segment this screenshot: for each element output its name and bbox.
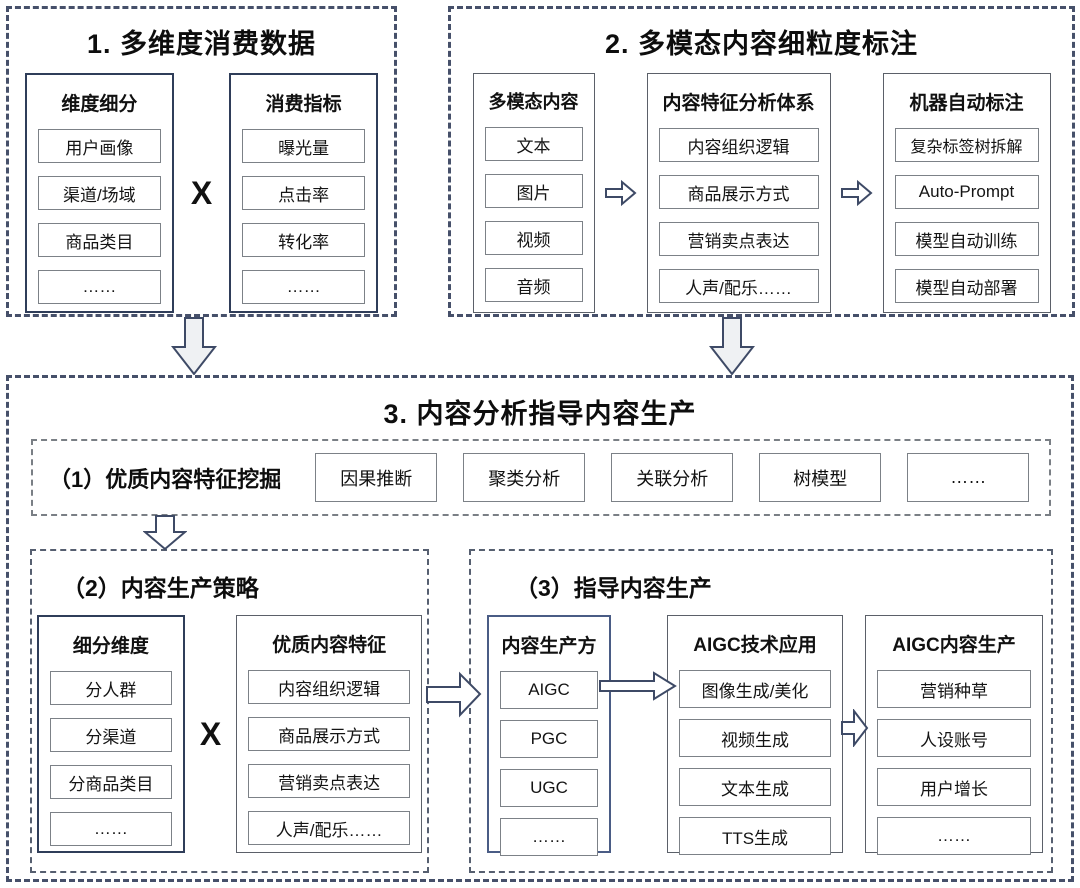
list-item: 转化率 xyxy=(242,223,366,257)
list-item: 视频生成 xyxy=(679,719,831,757)
list-item: 内容组织逻辑 xyxy=(658,128,819,162)
list-item: 分商品类目 xyxy=(49,765,172,799)
list-item: 内容组织逻辑 xyxy=(248,670,411,704)
consumption-metrics-column: 消费指标 曝光量 点击率 转化率 …… xyxy=(229,73,379,313)
machine-auto-annotation-column: 机器自动标注 复杂标签树拆解 Auto-Prompt 模型自动训练 模型自动部署 xyxy=(882,73,1051,313)
method-box: 聚类分析 xyxy=(463,453,586,502)
method-box: 树模型 xyxy=(759,453,882,502)
method-box: …… xyxy=(907,453,1030,502)
list-item: …… xyxy=(877,817,1031,855)
list-item: Auto-Prompt xyxy=(894,175,1039,209)
content-producer-column: 内容生产方 AIGC PGC UGC …… xyxy=(487,615,611,856)
column-header: 细分维度 xyxy=(72,636,149,657)
column-header: 机器自动标注 xyxy=(909,93,1024,114)
list-item: 商品展示方式 xyxy=(658,175,819,209)
list-item: 分渠道 xyxy=(49,718,172,752)
list-item: 音频 xyxy=(484,268,583,302)
list-item: AIGC xyxy=(500,671,598,709)
column-header: 多模态内容 xyxy=(488,92,579,112)
list-item: 复杂标签树拆解 xyxy=(894,128,1039,162)
column-header: AIGC内容生产 xyxy=(892,635,1016,656)
right-arrow-icon xyxy=(604,179,637,207)
column-header: 内容生产方 xyxy=(501,636,597,657)
list-item: 用户增长 xyxy=(877,768,1031,806)
subsection2-title: （2）内容生产策略 xyxy=(62,575,259,601)
list-item: TTS生成 xyxy=(679,817,831,855)
down-arrow-icon xyxy=(142,515,188,551)
list-item: 营销卖点表达 xyxy=(248,764,411,798)
column-header: 维度细分 xyxy=(61,94,138,115)
segmentation-dimension-column: 细分维度 分人群 分渠道 分商品类目 …… xyxy=(36,615,185,853)
section3-title: 3. 内容分析指导内容生产 xyxy=(383,399,697,429)
list-item: 模型自动训练 xyxy=(894,222,1039,256)
list-item: 视频 xyxy=(484,221,583,255)
section-multidim-consumption-data: 1. 多维度消费数据 维度细分 用户画像 渠道/场域 商品类目 …… X 消费指… xyxy=(6,6,397,317)
list-item: 人声/配乐…… xyxy=(248,811,411,845)
list-item: …… xyxy=(37,270,161,304)
list-item: UGC xyxy=(500,769,598,807)
list-item: 人设账号 xyxy=(877,719,1031,757)
right-arrow-icon xyxy=(599,671,677,701)
list-item: 点击率 xyxy=(242,176,366,210)
section-analysis-guides-production: 3. 内容分析指导内容生产 （1）优质内容特征挖掘 因果推断 聚类分析 关联分析… xyxy=(6,375,1074,882)
list-item: 人声/配乐…… xyxy=(658,269,819,303)
list-item: 营销卖点表达 xyxy=(658,222,819,256)
list-item: 曝光量 xyxy=(242,129,366,163)
list-item: PGC xyxy=(500,720,598,758)
list-item: 营销种草 xyxy=(877,670,1031,708)
list-item: 图像生成/美化 xyxy=(679,670,831,708)
subsection-feature-mining: （1）优质内容特征挖掘 因果推断 聚类分析 关联分析 树模型 …… xyxy=(31,439,1051,516)
list-item: 渠道/场域 xyxy=(37,176,161,210)
content-feature-system-column: 内容特征分析体系 内容组织逻辑 商品展示方式 营销卖点表达 人声/配乐…… xyxy=(646,73,831,313)
cross-operator: X xyxy=(190,174,213,211)
quality-content-feature-column: 优质内容特征 内容组织逻辑 商品展示方式 营销卖点表达 人声/配乐…… xyxy=(236,615,423,853)
list-item: …… xyxy=(49,812,172,846)
column-header: AIGC技术应用 xyxy=(693,635,817,656)
multimodal-content-column: 多模态内容 文本 图片 视频 音频 xyxy=(472,73,595,313)
list-item: 模型自动部署 xyxy=(894,269,1039,303)
subsection-guide-production: （3）指导内容生产 内容生产方 AIGC PGC UGC …… AIGC技术应用… xyxy=(469,549,1053,873)
section-multimodal-annotation: 2. 多模态内容细粒度标注 多模态内容 文本 图片 视频 音频 内容特征分析体系… xyxy=(448,6,1075,317)
subsection3-title: （3）指导内容生产 xyxy=(515,575,712,601)
section2-title: 2. 多模态内容细粒度标注 xyxy=(604,29,919,59)
list-item: 图片 xyxy=(484,174,583,208)
method-box: 因果推断 xyxy=(315,453,438,502)
list-item: 文本 xyxy=(484,127,583,161)
method-box: 关联分析 xyxy=(611,453,734,502)
right-arrow-icon xyxy=(426,671,482,718)
list-item: 文本生成 xyxy=(679,768,831,806)
cross-operator: X xyxy=(199,715,222,752)
list-item: 商品类目 xyxy=(37,223,161,257)
list-item: …… xyxy=(242,270,366,304)
aigc-tech-column: AIGC技术应用 图像生成/美化 视频生成 文本生成 TTS生成 xyxy=(667,615,843,855)
subsection-production-strategy: （2）内容生产策略 细分维度 分人群 分渠道 分商品类目 …… X 优质内容特征… xyxy=(30,549,429,873)
list-item: 用户画像 xyxy=(37,129,161,163)
column-header: 内容特征分析体系 xyxy=(662,93,815,114)
subsection1-label: （1）优质内容特征挖掘 xyxy=(49,466,282,492)
list-item: …… xyxy=(500,818,598,856)
down-arrow-icon xyxy=(708,317,756,376)
section1-title: 1. 多维度消费数据 xyxy=(86,29,317,59)
list-item: 分人群 xyxy=(49,671,172,705)
column-header: 消费指标 xyxy=(265,94,342,115)
aigc-content-column: AIGC内容生产 营销种草 人设账号 用户增长 …… xyxy=(865,615,1043,855)
dimension-segmentation-column: 维度细分 用户画像 渠道/场域 商品类目 …… xyxy=(24,73,174,313)
right-arrow-icon xyxy=(840,179,873,207)
column-header: 优质内容特征 xyxy=(272,635,387,656)
list-item: 商品展示方式 xyxy=(248,717,411,751)
down-arrow-icon xyxy=(170,317,218,376)
right-arrow-icon xyxy=(841,708,869,748)
